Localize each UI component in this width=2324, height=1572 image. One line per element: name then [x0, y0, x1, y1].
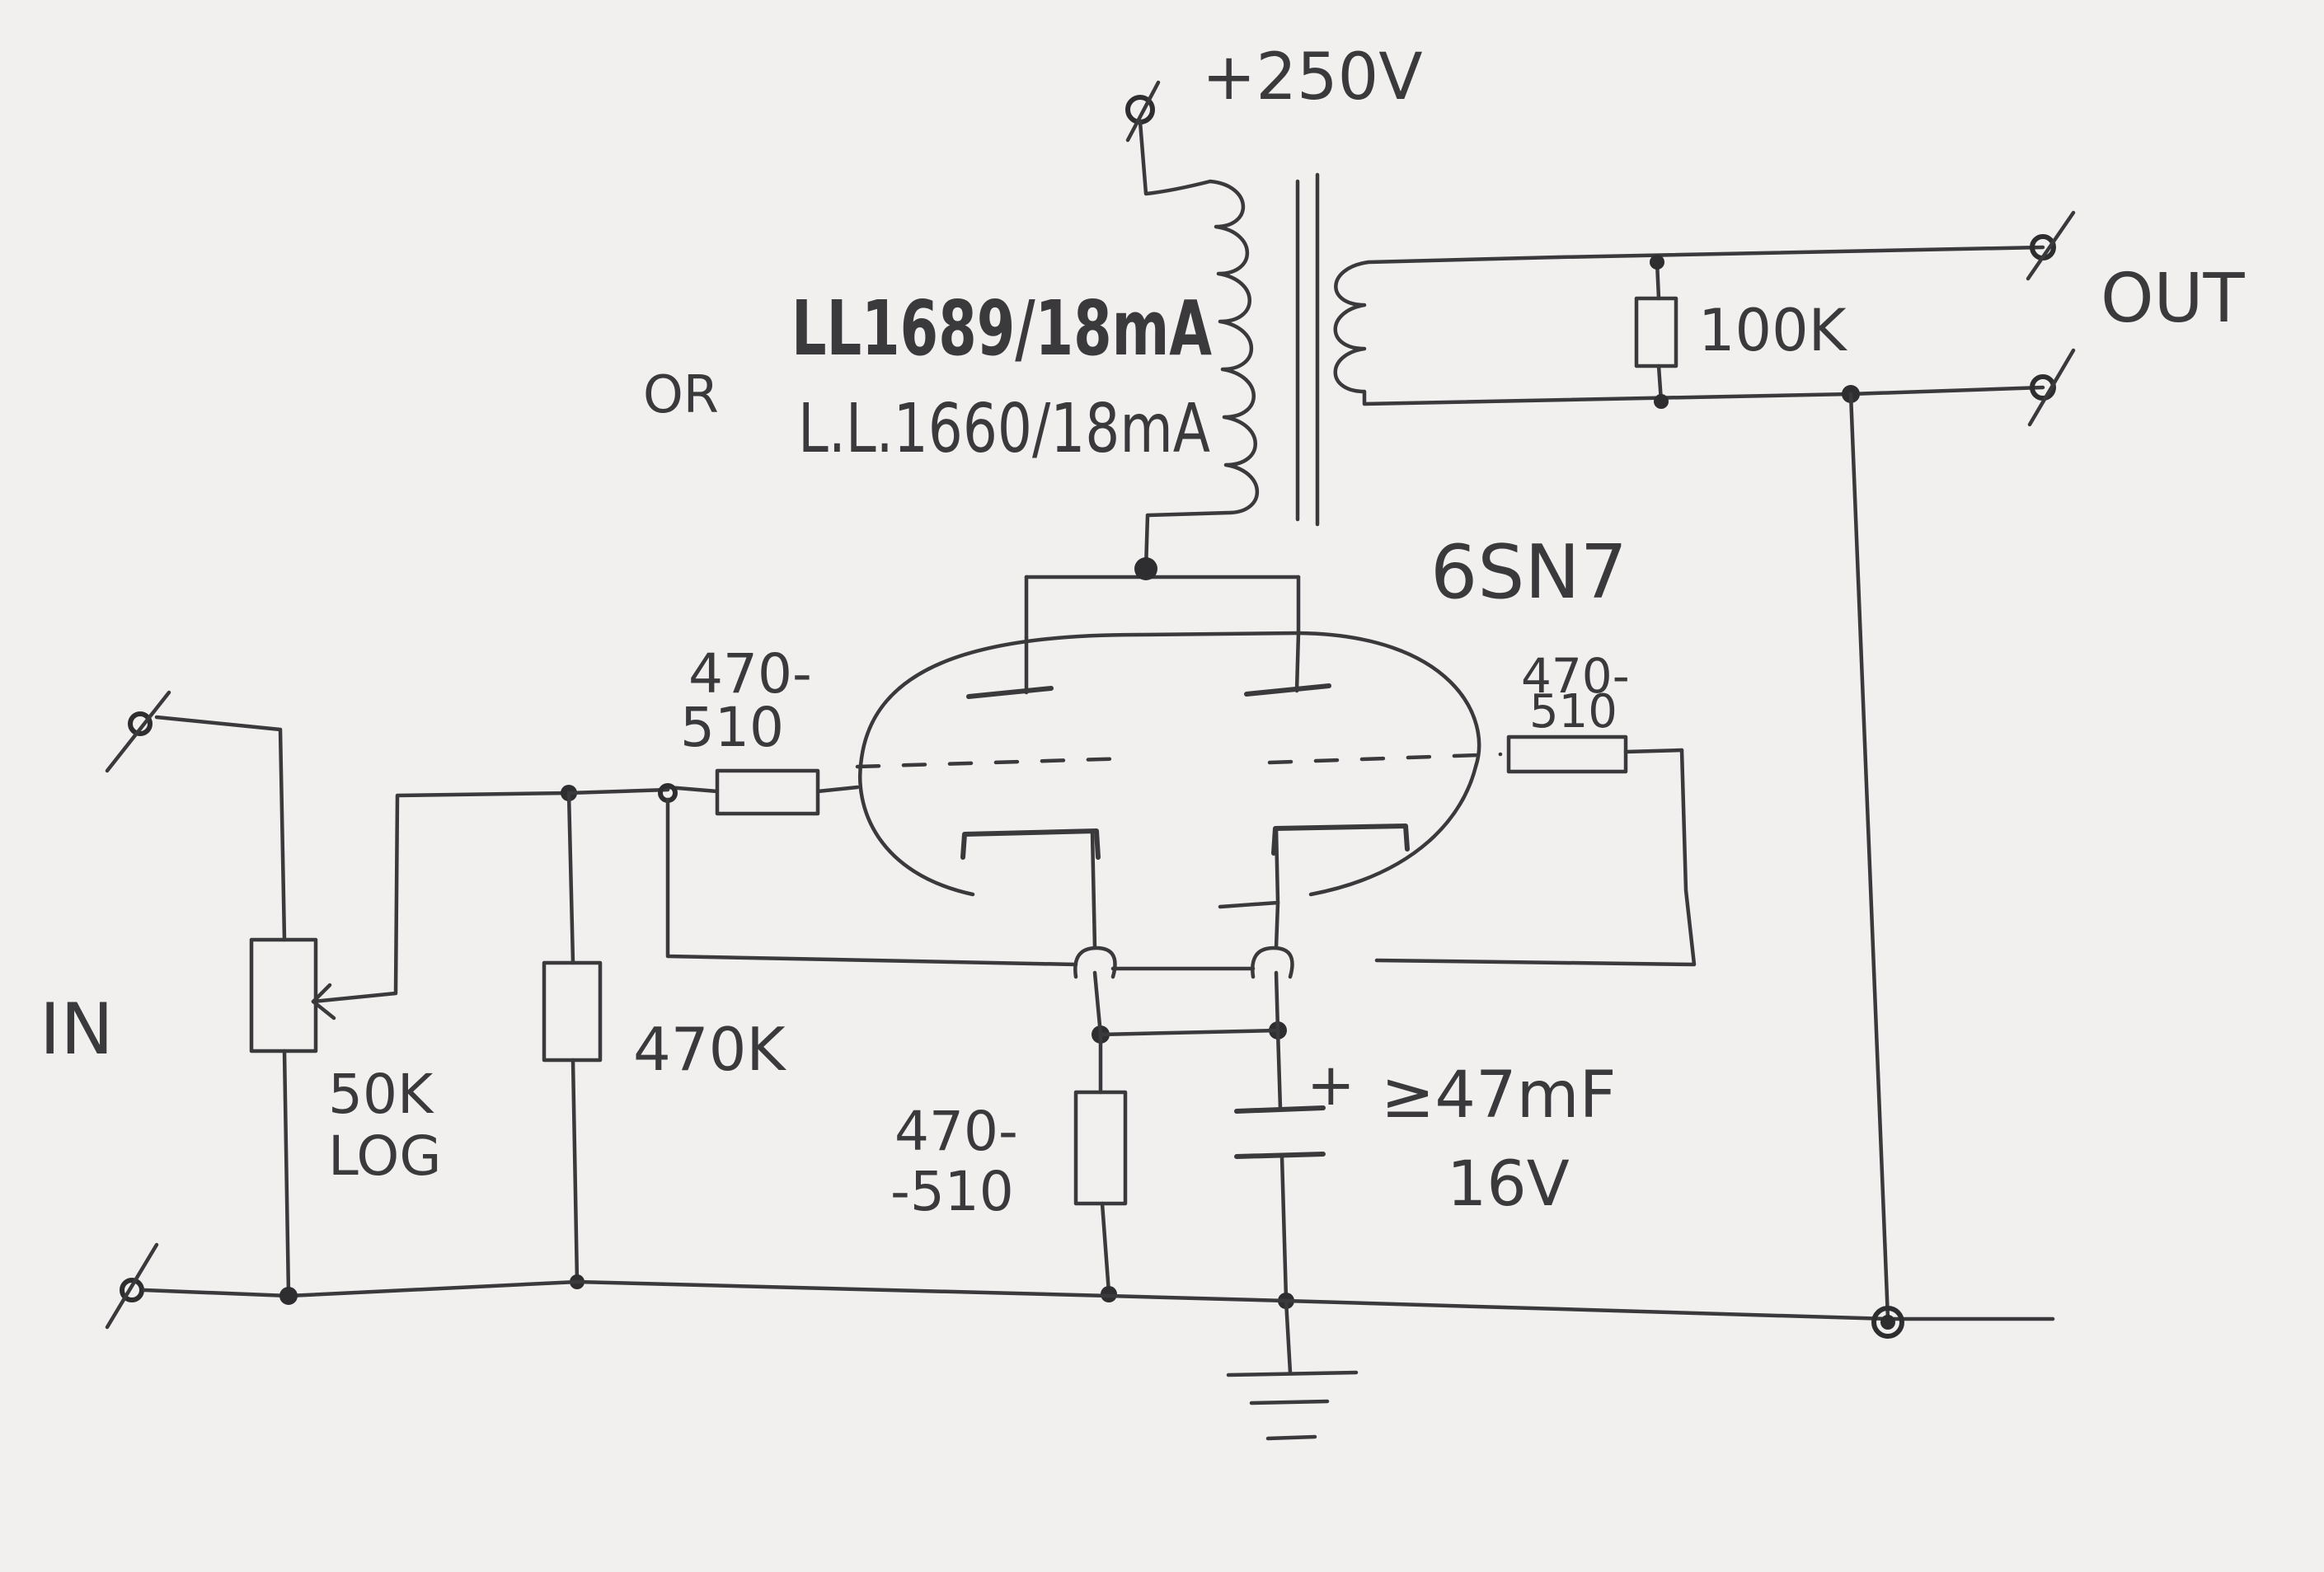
- grid-resistor-left-label-2: 510: [680, 696, 784, 759]
- capacitor-plate-bottom: [1234, 1152, 1326, 1159]
- cathode-resistor-label-2: -510: [890, 1160, 1014, 1223]
- transformer-core: [1295, 172, 1320, 527]
- ground-symbol: [1226, 1298, 1359, 1441]
- load-resistor: [1634, 296, 1678, 368]
- capacitor-polarity-label: +: [1307, 1051, 1355, 1119]
- pot-value-label: 50K: [328, 1063, 434, 1126]
- grid-resistor-right: [1506, 734, 1628, 774]
- input-label: IN: [40, 988, 114, 1071]
- transformer-label-primary: LL1689/18mA: [791, 284, 1212, 373]
- tube-grids: [855, 752, 1503, 769]
- volume-potentiometer: [249, 937, 318, 1053]
- output-terminal-bottom: [2027, 348, 2076, 427]
- load-resistor-label: 100K: [1698, 297, 1848, 364]
- grid-resistor-left-label-1: 470-: [688, 642, 812, 706]
- pot-taper-label: LOG: [328, 1124, 442, 1188]
- grid-resistor-left: [715, 768, 820, 816]
- cathode-resistor: [1073, 1090, 1128, 1206]
- tube-envelope: [857, 631, 1481, 897]
- input-terminal-bottom: [105, 1242, 159, 1330]
- capacitor-voltage-label: 16V: [1447, 1147, 1570, 1220]
- output-ground-return: [1848, 392, 1890, 1321]
- input-terminal-top: [105, 690, 171, 773]
- transformer-label-alt: L.L.1660/18mA: [798, 390, 1210, 468]
- tube-type-label: 6SN7: [1430, 529, 1627, 616]
- capacitor-value-label: ≥47mF: [1381, 1058, 1616, 1133]
- tube-cathodes: [960, 824, 1410, 979]
- grid-resistor-right-label-1: 470-: [1521, 648, 1630, 704]
- output-label: OUT: [2101, 260, 2246, 338]
- primary-winding: [1138, 120, 1259, 571]
- supply-voltage-label: +250V: [1202, 40, 1423, 115]
- supply-terminal: [1125, 80, 1161, 143]
- ground-bus: [142, 1279, 2055, 1321]
- input-resistor: [542, 960, 603, 1063]
- tube-anodes: [966, 557, 1331, 699]
- capacitor-plate-top: [1234, 1105, 1326, 1114]
- secondary-winding: [1333, 255, 1853, 406]
- input-resistor-label: 470K: [633, 1015, 786, 1084]
- transformer-or-label: OR: [643, 364, 719, 425]
- grid-resistor-right-label-2: 510: [1529, 685, 1617, 739]
- cathode-resistor-label-1: 470-: [894, 1100, 1018, 1163]
- output-terminal-top: [2026, 210, 2076, 281]
